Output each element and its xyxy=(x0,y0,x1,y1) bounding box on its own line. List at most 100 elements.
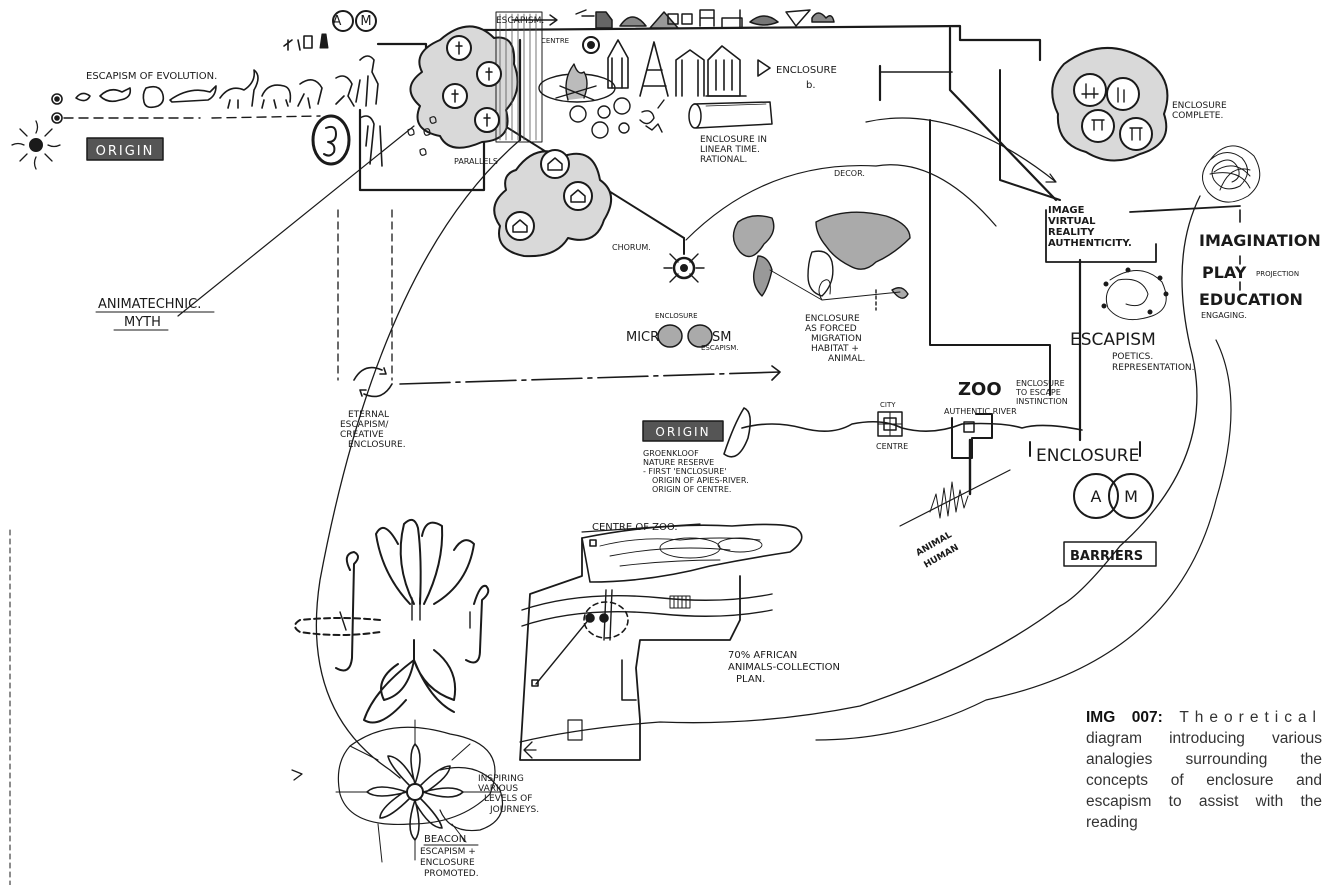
eternal-3: CREATIVE xyxy=(340,430,384,440)
enclosure-b-mark: b. xyxy=(806,80,816,91)
micro-enclosure-label: ENCLOSURE xyxy=(655,312,698,320)
linear-time-cylinder xyxy=(689,102,772,128)
world-map-sketch xyxy=(733,212,910,310)
forced-5: ANIMAL. xyxy=(828,354,865,364)
microcosm-left: MICR xyxy=(626,330,659,345)
escapism-of-evolution: ESCAPISM OF EVOLUTION. xyxy=(86,71,217,82)
tool-icons xyxy=(284,40,300,50)
eternal-2: ESCAPISM/ xyxy=(340,420,389,430)
campfire-sketch xyxy=(539,64,615,102)
forced-4: HABITAT + xyxy=(811,344,859,354)
groenkloof-2: NATURE RESERVE xyxy=(643,458,714,467)
play-label: PLAY xyxy=(1202,263,1247,282)
virtual-label: VIRTUAL xyxy=(1048,216,1096,227)
beacon-1: BEACON xyxy=(424,834,466,845)
enclosure-linear-2: LINEAR TIME. xyxy=(700,145,760,155)
enclosure-complete-1: ENCLOSURE xyxy=(1172,101,1227,111)
eternal-1: ETERNAL xyxy=(348,410,389,420)
enclosure-b-label: ENCLOSURE xyxy=(776,65,837,76)
cycle-arrows xyxy=(354,368,392,397)
beacon-2: ESCAPISM + xyxy=(420,847,476,857)
caption-id: IMG 007: xyxy=(1086,709,1163,726)
long-arrow xyxy=(400,366,780,384)
groenkloof-3: - FIRST 'ENCLOSURE' xyxy=(643,467,727,476)
microcosm-circle-1 xyxy=(658,325,682,347)
micro-escapism-label: ESCAPISM. xyxy=(701,344,739,352)
enclosure-complete-blob xyxy=(1052,48,1167,161)
animal-human-waveform xyxy=(930,482,968,518)
decor-label: DECOR. xyxy=(834,169,865,178)
african-3: PLAN. xyxy=(736,674,765,685)
origin-mid-label: ORIGIN xyxy=(655,425,710,439)
myth-label: MYTH xyxy=(124,315,161,330)
groenkloof-4: ORIGIN OF APIES-RIVER. xyxy=(652,476,749,485)
caption-body: diagram introducing various analogies su… xyxy=(1086,730,1322,831)
inspiring-4: JOURNEYS. xyxy=(489,805,539,815)
animatechnic-label: ANIMATECHNIC. xyxy=(98,297,201,312)
long-curve-left xyxy=(316,140,520,778)
engaging-label: ENGAGING. xyxy=(1201,311,1247,320)
origin-egg-icon xyxy=(313,116,349,164)
beacon-4: PROMOTED. xyxy=(424,869,479,879)
zoo-plan-sketch xyxy=(520,524,802,760)
enclosure-complete-2: COMPLETE. xyxy=(1172,111,1223,121)
inspiring-1: INSPIRING xyxy=(478,774,524,784)
city-label: CITY xyxy=(880,401,896,409)
inspiring-2: VARIOUS xyxy=(478,784,518,794)
authentic-river-label: AUTHENTIC RIVER xyxy=(944,407,1017,416)
figure-caption: IMG 007: Theoretical diagram introducing… xyxy=(1086,707,1322,833)
sun-icon xyxy=(12,121,60,169)
reality-label: REALITY xyxy=(1048,227,1095,238)
zoo-note-3: INSTINCTION xyxy=(1016,397,1068,406)
bubble-cluster xyxy=(570,98,664,138)
early-shelters xyxy=(608,40,746,96)
evolution-creatures xyxy=(52,56,378,123)
houses-blob xyxy=(494,150,611,256)
chorum-icon xyxy=(664,254,704,282)
origin-top-label: ORIGIN xyxy=(96,144,155,159)
scribble-ball xyxy=(1202,146,1259,202)
evolution-dashed-line xyxy=(64,116,320,118)
centre-of-zoo-label: CENTRE OF ZOO. xyxy=(592,522,678,533)
inspiring-3: LEVELS OF xyxy=(484,794,532,804)
groenkloof-1: GROENKLOOF xyxy=(643,449,699,458)
authenticity-label: AUTHENTICITY. xyxy=(1048,238,1132,249)
forced-2: AS FORCED xyxy=(805,324,857,334)
apies-river-line xyxy=(742,422,1082,431)
poetics-label: POETICS. xyxy=(1112,352,1153,362)
human-figure xyxy=(360,116,382,166)
education-label: EDUCATION xyxy=(1199,290,1303,309)
zoo-note-1: ENCLOSURE xyxy=(1016,379,1065,388)
escapism-arrow-label: ESCAPISM. xyxy=(496,16,544,26)
forced-1: ENCLOSURE xyxy=(805,314,860,324)
enclosure-linear-3: RATIONAL. xyxy=(700,155,747,165)
centre-small-label: CENTRE xyxy=(876,442,908,451)
zoo-label: ZOO xyxy=(958,379,1002,400)
architecture-icons-row xyxy=(596,10,834,28)
parallels-label: PARALLELS xyxy=(454,157,498,166)
projection-label: PROJECTION xyxy=(1256,270,1299,278)
african-2: ANIMALS-COLLECTION xyxy=(728,662,840,673)
zoo-outline xyxy=(952,414,992,458)
chorum-label: CHORUM. xyxy=(612,243,651,252)
eternal-4: ENCLOSURE. xyxy=(348,440,406,450)
groenkloof-5: ORIGIN OF CENTRE. xyxy=(652,485,731,494)
am-top-m: M xyxy=(360,14,371,29)
enclosure-big-label: ENCLOSURE xyxy=(1036,446,1139,466)
forced-3: MIGRATION xyxy=(811,334,862,344)
african-1: 70% AFRICAN xyxy=(728,650,797,661)
image-label: IMAGE xyxy=(1048,205,1085,216)
escapism-big-label: ESCAPISM xyxy=(1070,330,1156,350)
barriers-label: BARRIERS xyxy=(1070,549,1143,564)
enclosure-linear-1: ENCLOSURE IN xyxy=(700,135,767,145)
zoo-note-2: TO ESCAPE xyxy=(1015,388,1061,397)
beacon-3: ENCLOSURE xyxy=(420,858,475,868)
centre-label: CENTRE xyxy=(541,37,569,45)
imagination-label: IMAGINATION xyxy=(1199,231,1321,250)
escapism-figures-cluster xyxy=(410,12,542,148)
caption-first-word: Theoretical xyxy=(1179,709,1322,726)
network-sketch xyxy=(1102,268,1168,320)
am-big-a: A xyxy=(1091,487,1102,506)
microcosm-right: SM xyxy=(712,330,731,345)
